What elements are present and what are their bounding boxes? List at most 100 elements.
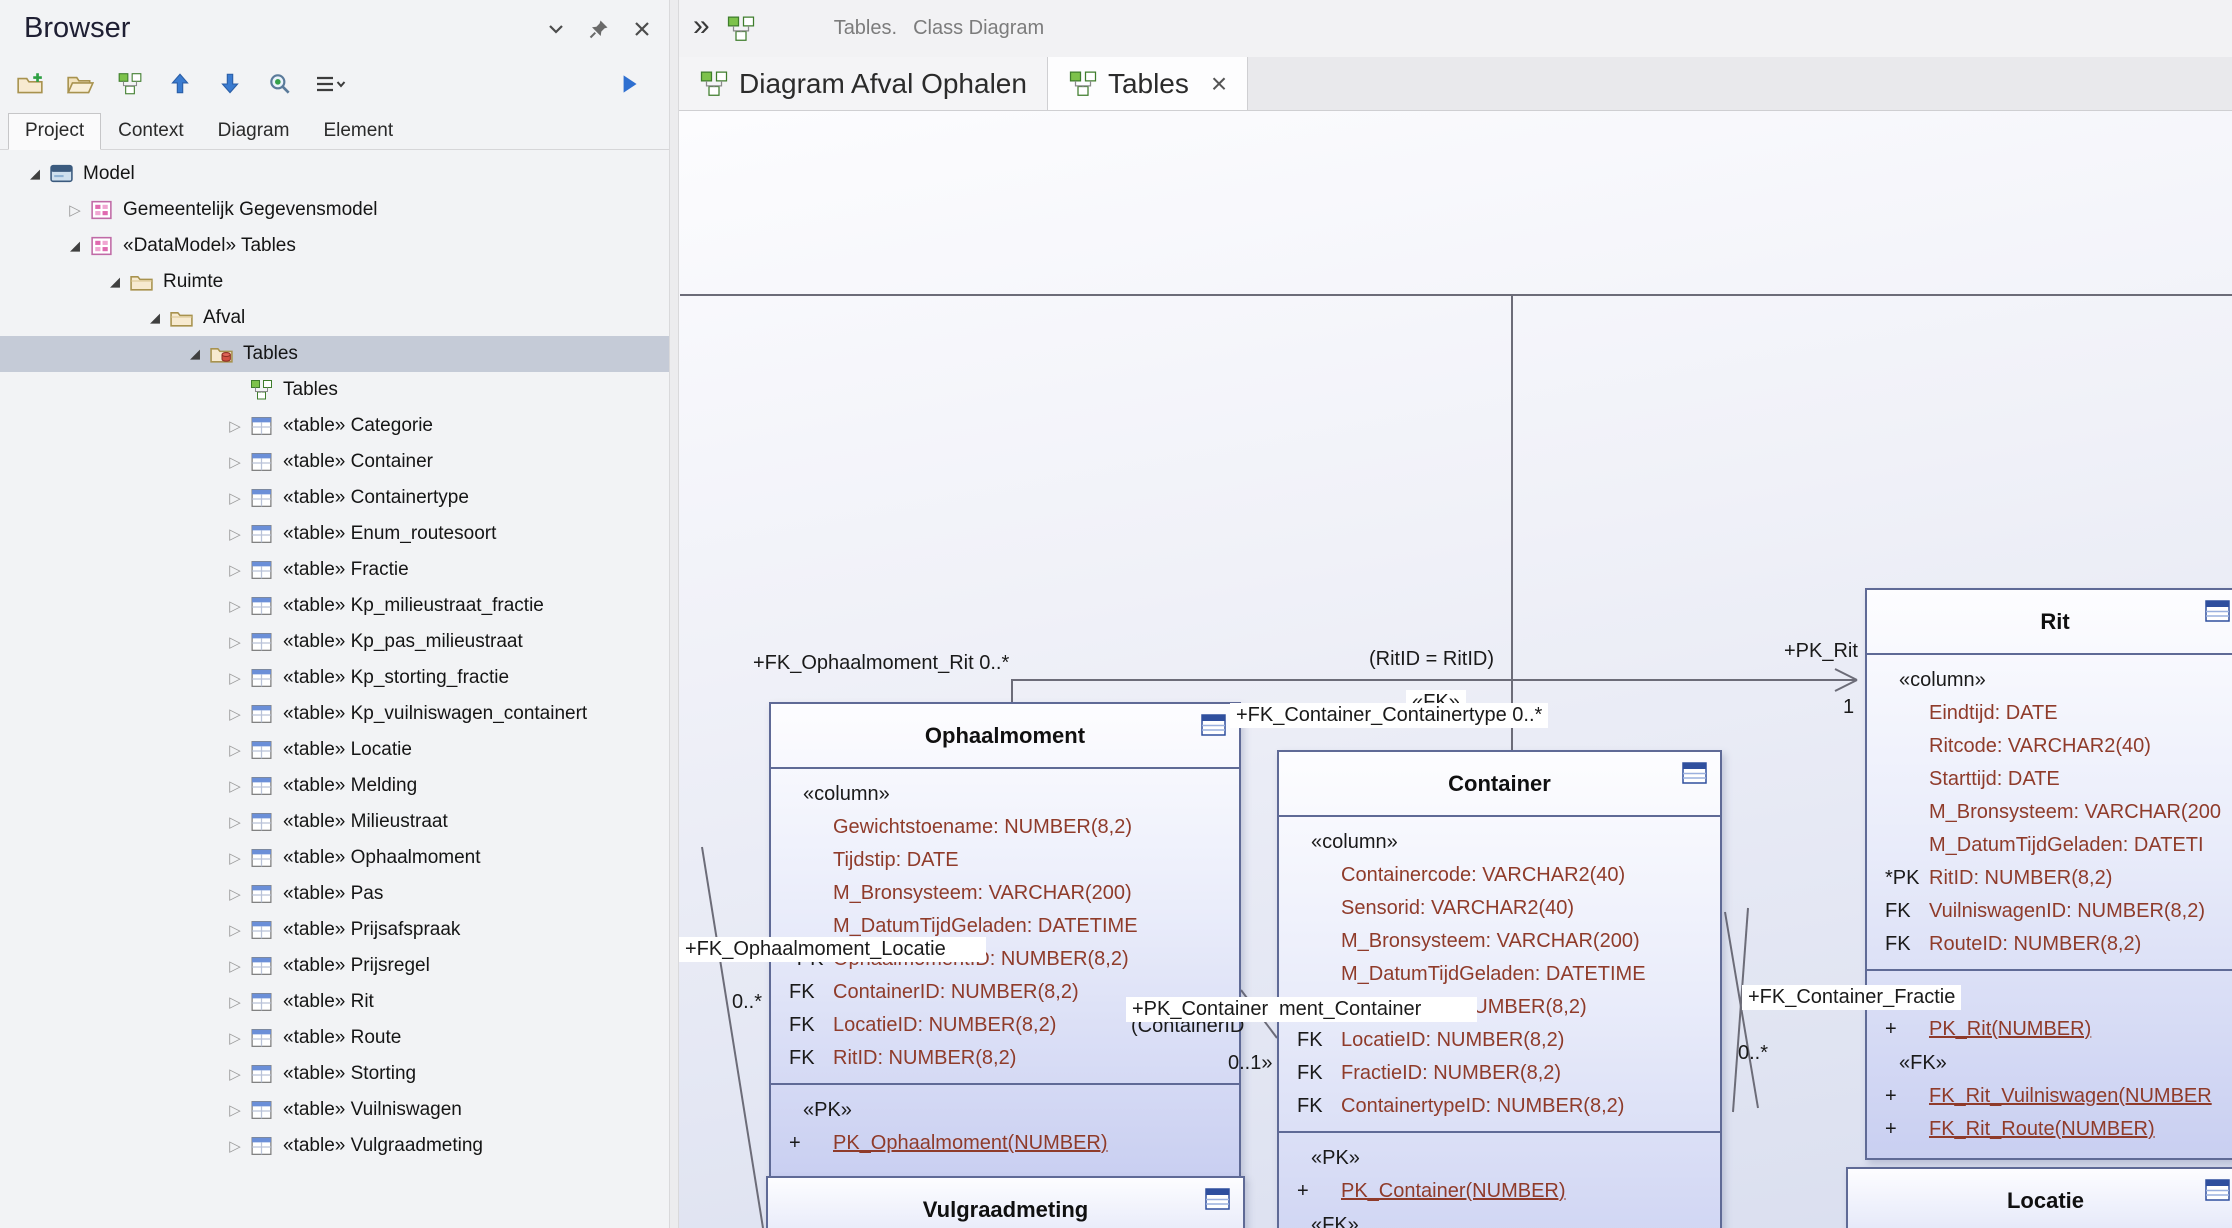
tree-item[interactable]: ▷«table» Rit	[0, 984, 669, 1020]
connector-label[interactable]: 1	[1843, 696, 1855, 718]
expand-arrow-icon[interactable]: ▷	[229, 1066, 241, 1083]
connector-line[interactable]	[1834, 668, 1858, 681]
table-box-container[interactable]: Container«column»Containercode: VARCHAR2…	[1277, 750, 1722, 1228]
attribute-row[interactable]: M_Bronsysteem: VARCHAR(200)	[1279, 925, 1720, 958]
tree-item[interactable]: ▷«table» Categorie	[0, 408, 669, 444]
collapse-arrow-icon[interactable]: ◢	[110, 274, 120, 289]
connector-line[interactable]	[1011, 679, 1857, 702]
document-tab-tables[interactable]: Tables×	[1047, 57, 1249, 110]
document-tab-diagram-afval-ophalen[interactable]: Diagram Afval Ophalen	[679, 57, 1048, 110]
expand-arrow-icon[interactable]: ▷	[229, 454, 241, 471]
tree-item[interactable]: ▷«table» Pas	[0, 876, 669, 912]
options-menu-icon[interactable]	[314, 69, 346, 99]
collapse-arrow-icon[interactable]: ◢	[30, 166, 40, 181]
attribute-row[interactable]: M_DatumTijdGeladen: DATETIME	[1279, 958, 1720, 991]
tree-item[interactable]: ▷«table» Milieustraat	[0, 804, 669, 840]
attribute-row[interactable]: Tijdstip: DATE	[771, 844, 1239, 877]
attribute-row[interactable]: Starttijd: DATE	[1867, 763, 2232, 796]
expand-arrow-icon[interactable]: ▷	[229, 1138, 241, 1155]
expand-arrow-icon[interactable]: ▷	[229, 1030, 241, 1047]
attribute-row[interactable]: M_DatumTijdGeladen: DATETIME	[771, 910, 1239, 943]
expand-arrow-icon[interactable]: ▷	[229, 706, 241, 723]
expand-arrow-icon[interactable]: ▷	[229, 418, 241, 435]
tree-item[interactable]: ◢«DataModel» Tables	[0, 228, 669, 264]
locate-in-browser-icon[interactable]	[264, 69, 296, 99]
tree-item[interactable]: ◢Ruimte	[0, 264, 669, 300]
expand-arrow-icon[interactable]: ▷	[229, 814, 241, 831]
tree-item[interactable]: ▷«table» Vuilniswagen	[0, 1092, 669, 1128]
tree-item[interactable]: ▷Gemeentelijk Gegevensmodel	[0, 192, 669, 228]
attribute-row[interactable]: Gewichtstoename: NUMBER(8,2)	[771, 811, 1239, 844]
collapse-arrow-icon[interactable]: ◢	[190, 346, 200, 361]
collapse-arrow-icon[interactable]: ◢	[150, 310, 160, 325]
tree-item[interactable]: ▷«table» Kp_milieustraat_fractie	[0, 588, 669, 624]
navigate-forward-icon[interactable]	[613, 69, 645, 99]
expand-arrow-icon[interactable]: ▷	[229, 562, 241, 579]
expand-arrow-icon[interactable]: ▷	[229, 670, 241, 687]
connector-label[interactable]: +FK_Container_Containertype 0..*	[1230, 703, 1549, 728]
tree-item[interactable]: ▷«table» Kp_vuilniswagen_containert	[0, 696, 669, 732]
panel-splitter[interactable]	[669, 0, 679, 1228]
tree-item[interactable]: ▷«table» Prijsregel	[0, 948, 669, 984]
move-down-icon[interactable]	[214, 69, 246, 99]
connector-label[interactable]: +FK_Ophaalmoment_Rit 0..*	[753, 652, 1010, 674]
browser-tab-project[interactable]: Project	[8, 113, 102, 150]
tree-item[interactable]: ▷«table» Kp_storting_fractie	[0, 660, 669, 696]
connector-label[interactable]: 0..*	[1738, 1042, 1769, 1064]
open-model-icon[interactable]	[64, 69, 96, 99]
diagram-canvas-viewport[interactable]: Ophaalmoment«column»Gewichtstoename: NUM…	[679, 111, 2232, 1228]
expand-arrow-icon[interactable]: ▷	[69, 202, 81, 219]
attribute-row[interactable]: +PK_Rit(NUMBER)	[1867, 1013, 2232, 1046]
connector-label[interactable]: +PK_Container	[1126, 997, 1275, 1022]
expand-arrow-icon[interactable]: ▷	[229, 778, 241, 795]
connector-label[interactable]: +FK_Container_Fractie	[1742, 985, 1962, 1010]
tree-item[interactable]: ▷«table» Route	[0, 1020, 669, 1056]
connector-line[interactable]	[1732, 907, 1749, 1113]
table-box-locatie[interactable]: Locatie	[1846, 1167, 2232, 1228]
attribute-row[interactable]: Eindtijd: DATE	[1867, 697, 2232, 730]
tree-item[interactable]: ▷«table» Melding	[0, 768, 669, 804]
connector-line[interactable]	[701, 846, 764, 1228]
connector-line[interactable]	[1834, 679, 1858, 692]
attribute-row[interactable]: +FK_Rit_Vuilniswagen(NUMBER	[1867, 1080, 2232, 1113]
tree-item[interactable]: ▷«table» Kp_pas_milieustraat	[0, 624, 669, 660]
expand-arrow-icon[interactable]: ▷	[229, 490, 241, 507]
close-panel-icon[interactable]	[628, 15, 655, 42]
tree-item[interactable]: ▷«table» Containertype	[0, 480, 669, 516]
diagram-list-icon[interactable]	[114, 69, 146, 99]
expand-arrow-icon[interactable]: ▷	[229, 958, 241, 975]
expand-arrow-icon[interactable]: ▷	[229, 634, 241, 651]
tree-item[interactable]: ▷«table» Storting	[0, 1056, 669, 1092]
attribute-row[interactable]: M_DatumTijdGeladen: DATETI	[1867, 829, 2232, 862]
connector-label[interactable]: +PK_Rit	[1784, 640, 1858, 662]
move-up-icon[interactable]	[164, 69, 196, 99]
connector-label[interactable]: ment_Container	[1273, 997, 1478, 1022]
tree-item[interactable]: ▷«table» Enum_routesoort	[0, 516, 669, 552]
tree-item[interactable]: ▷«table» Locatie	[0, 732, 669, 768]
tree-item[interactable]: ▷«table» Vulgraadmeting	[0, 1128, 669, 1164]
attribute-row[interactable]: +FK_Rit_Route(NUMBER)	[1867, 1113, 2232, 1146]
tree-item[interactable]: ◢Tables	[0, 336, 669, 372]
expand-arrow-icon[interactable]: ▷	[229, 886, 241, 903]
tree-item[interactable]: ▷«table» Container	[0, 444, 669, 480]
expand-arrow-icon[interactable]: ▷	[229, 850, 241, 867]
browser-tab-context[interactable]: Context	[118, 120, 184, 141]
connector-label[interactable]: 0..1»	[1228, 1052, 1273, 1074]
expand-arrow-icon[interactable]: ▷	[229, 1102, 241, 1119]
expand-arrow-icon[interactable]: ▷	[229, 922, 241, 939]
new-model-icon[interactable]	[14, 69, 46, 99]
attribute-row[interactable]: Sensorid: VARCHAR2(40)	[1279, 892, 1720, 925]
expand-arrow-icon[interactable]: ▷	[229, 994, 241, 1011]
expand-arrow-icon[interactable]: ▷	[229, 598, 241, 615]
attribute-row[interactable]: M_Bronsysteem: VARCHAR(200)	[771, 877, 1239, 910]
connector-label[interactable]: +FK_Ophaalmoment_Locatie	[679, 937, 986, 962]
tree-item[interactable]: ▷«table» Prijsafspraak	[0, 912, 669, 948]
collapse-arrow-icon[interactable]: ◢	[70, 238, 80, 253]
